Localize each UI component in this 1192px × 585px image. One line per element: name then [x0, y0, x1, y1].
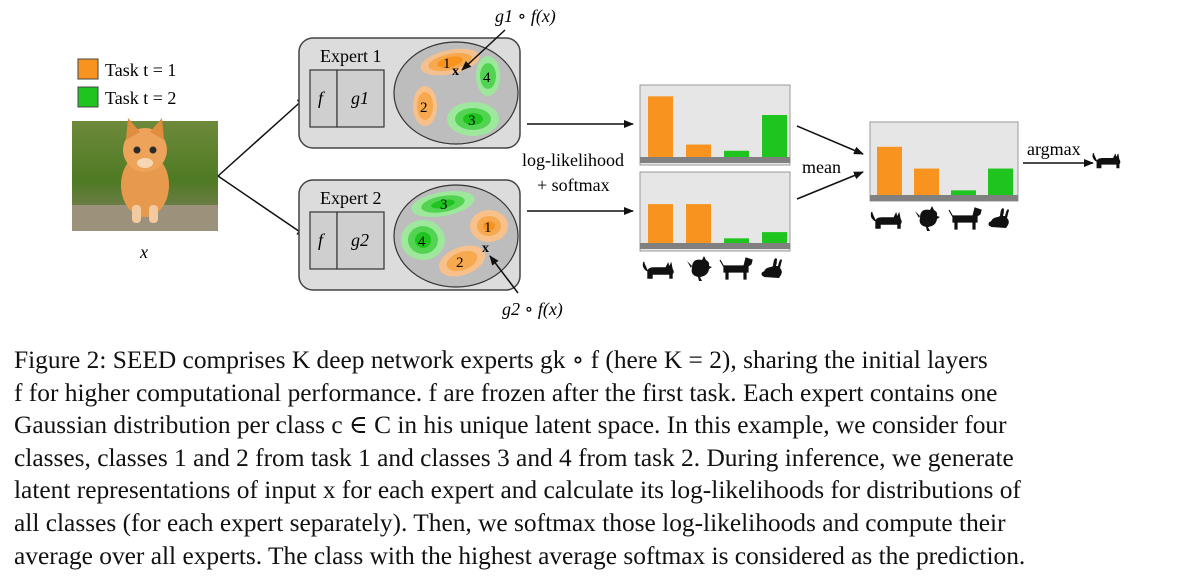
softmax-chart-expert-2 [639, 171, 791, 252]
gaussian-class-1-e2: 1 [470, 210, 508, 242]
svg-text:3: 3 [468, 113, 476, 129]
bar-class-1 [648, 204, 673, 243]
expert-1-title: Expert 1 [320, 46, 381, 66]
dog-icon [719, 257, 753, 280]
expert-2: Expert 2 f g2 3 4 1 2 x [298, 179, 521, 291]
gaussian-class-2: 2 [413, 86, 437, 126]
gaussian-class-3-e2: 3 [411, 190, 475, 218]
projection-arrow-1 [461, 29, 506, 71]
caption-line: classes, classes 1 and 2 from task 1 and… [14, 443, 1014, 472]
softmax-label: + softmax [537, 175, 610, 195]
svg-text:4: 4 [418, 234, 426, 250]
mean-softmax-chart [869, 121, 1019, 202]
caption-line: latent representations of input x for ea… [14, 476, 1021, 505]
bar-class-2 [686, 144, 711, 157]
shared-f-block-2 [309, 211, 338, 270]
task1-swatch [77, 58, 99, 80]
figure-caption: Figure 2: SEED comprises K deep network … [14, 344, 1182, 572]
hen-icon [915, 206, 940, 231]
caption-line: Figure 2: SEED comprises K deep network … [14, 346, 988, 374]
loglik-label: log-likelihood [522, 150, 624, 170]
legend-item-task1: Task t = 1 [77, 58, 176, 80]
svg-text:1: 1 [443, 56, 451, 72]
mean-label: mean [802, 157, 841, 177]
bar-class-1 [648, 96, 673, 157]
dog-icon [948, 207, 982, 230]
legend-item-task2: Task t = 2 [77, 86, 176, 108]
svg-text:4: 4 [483, 70, 491, 86]
bar-class-3 [724, 150, 749, 157]
head-g1-block [336, 69, 385, 128]
kitten-photo [72, 118, 218, 231]
bar-class-4 [762, 115, 787, 157]
svg-text:2: 2 [420, 100, 428, 116]
softmax-chart-expert-1 [639, 84, 791, 166]
bar-class-4 [988, 168, 1013, 195]
bar-class-3 [724, 238, 749, 243]
argmax-label: argmax [1027, 139, 1081, 159]
arrow-chart2-to-mean [796, 171, 864, 200]
task2-label: Task t = 2 [105, 88, 176, 108]
bar-class-3 [951, 190, 976, 195]
f-label-2: f [318, 230, 326, 250]
hen-icon [687, 256, 712, 281]
bar-class-4 [762, 232, 787, 243]
arrow-to-expert1 [217, 96, 307, 177]
expert-1: Expert 1 f g1 1 2 3 4 x [298, 37, 521, 149]
latent-point-1: x [452, 64, 459, 79]
caption-line: average over all experts. The class with… [14, 541, 1026, 570]
g2-label: g2 [351, 230, 369, 250]
caption-line: Gaussian distribution per class c ∈ C in… [14, 411, 1007, 440]
svg-text:3: 3 [440, 197, 448, 213]
gaussian-class-3: 3 [447, 102, 499, 136]
gaussian-class-4: 4 [476, 56, 500, 96]
svg-text:2: 2 [456, 255, 464, 271]
bar-class-2 [914, 168, 939, 195]
caption-line: f for higher computational performance. … [14, 378, 998, 407]
expert-2-title: Expert 2 [320, 188, 381, 208]
animal-icons-mean-chart [870, 206, 1009, 231]
bar-class-2 [686, 204, 711, 243]
animal-icons-expert-chart [642, 256, 782, 281]
rabbit-icon [761, 258, 782, 278]
cat-icon [870, 211, 902, 229]
latent-point-2: x [482, 241, 489, 256]
projection-arrow-2 [489, 255, 519, 294]
f-label-1: f [318, 88, 326, 108]
task2-swatch [77, 86, 99, 108]
shared-f-block-1 [309, 69, 338, 128]
input-label: x [139, 242, 148, 262]
arrow-to-expert2 [217, 175, 307, 237]
task1-label: Task t = 1 [105, 60, 176, 80]
projection-label-1: g1 ∘ f(x) [495, 6, 556, 27]
cat-icon [642, 261, 674, 279]
gaussian-class-2-e2: 2 [438, 245, 486, 277]
caption-line: all classes (for each expert separately)… [14, 508, 1006, 537]
g1-label: g1 [351, 88, 369, 108]
seed-diagram: Task t = 1 Task t = 2 x Expert 1 f g1 [72, 6, 1121, 320]
bar-class-1 [877, 146, 902, 195]
prediction-cat-icon [1092, 152, 1121, 169]
svg-text:1: 1 [484, 220, 492, 236]
projection-label-2: g2 ∘ f(x) [502, 299, 563, 320]
rabbit-icon [988, 208, 1009, 228]
head-g2-block [336, 211, 385, 270]
gaussian-class-4-e2: 4 [401, 220, 445, 260]
arrow-chart1-to-mean [796, 125, 864, 155]
legend: Task t = 1 Task t = 2 [77, 58, 176, 108]
